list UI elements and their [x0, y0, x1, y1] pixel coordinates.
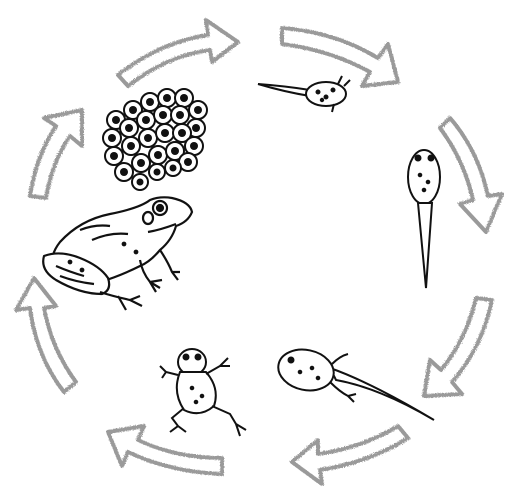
cycle-arrow-3	[440, 118, 502, 232]
cycle-arrow-2	[282, 28, 398, 86]
tadpole-icon	[408, 150, 440, 288]
cycle-arrow-1	[118, 20, 238, 86]
hatchling-tadpole-icon	[258, 76, 350, 112]
tadpole-with-legs-icon	[274, 345, 434, 420]
cycle-arrow-6	[108, 426, 222, 474]
frog-eggs-icon	[103, 89, 207, 190]
adult-frog-icon	[43, 197, 192, 310]
cycle-arrow-7	[16, 278, 76, 392]
cycle-arrow-5	[292, 426, 408, 484]
cycle-arrow-4	[424, 298, 492, 396]
cycle-arrow-8	[30, 110, 82, 198]
froglet-icon	[160, 349, 246, 436]
